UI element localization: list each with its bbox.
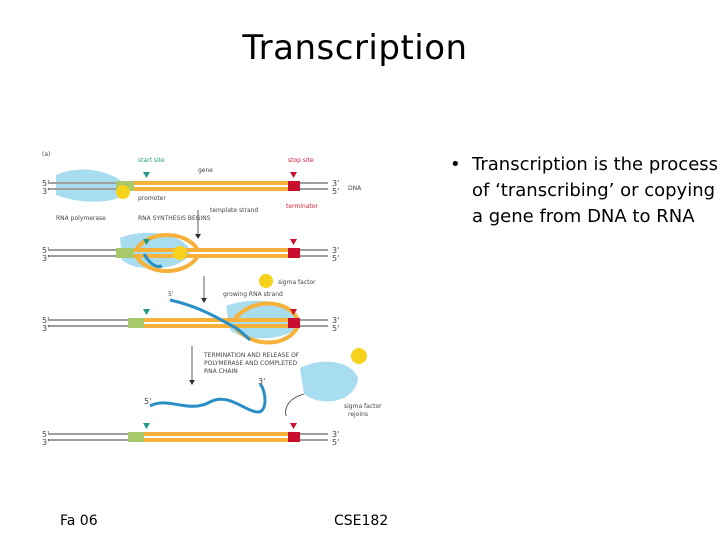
rna-synthesis-label: RNA SYNTHESIS BEGINS bbox=[138, 215, 211, 222]
three-prime-label: 3' bbox=[258, 377, 265, 386]
stage-elongation-start: 5' 3' 3' 5' sigma factor 5' growing RNA … bbox=[42, 232, 339, 303]
sigma-factor-shape bbox=[116, 185, 130, 199]
sigma-factor-shape bbox=[173, 246, 187, 260]
sigma-rejoins-label: sigma factor bbox=[344, 403, 382, 410]
five-prime-label: 5' bbox=[332, 187, 339, 196]
arrow-head bbox=[189, 380, 195, 385]
start-site-marker bbox=[143, 239, 150, 245]
sigma-factor-label: sigma factor bbox=[278, 279, 316, 286]
three-prime-label: 3' bbox=[42, 187, 49, 196]
sigma-factor-shape bbox=[351, 348, 367, 364]
five-prime-label: 5' bbox=[144, 397, 151, 406]
start-site-marker bbox=[143, 423, 150, 429]
three-prime-label: 3' bbox=[332, 246, 339, 255]
five-prime-label: 5' bbox=[42, 179, 49, 188]
five-prime-label: 5' bbox=[42, 316, 49, 325]
dna-label: DNA bbox=[348, 185, 362, 192]
terminator-region bbox=[288, 181, 300, 191]
rejoin-arrow bbox=[285, 393, 305, 417]
arrow-head bbox=[201, 298, 207, 303]
dna-bubble-top bbox=[134, 233, 200, 252]
gene-bottom bbox=[133, 254, 293, 258]
gene-bottom bbox=[133, 187, 293, 191]
completed-rna-strand bbox=[149, 382, 267, 414]
five-prime-label: 5' bbox=[332, 254, 339, 263]
footer-left: Fa 06 bbox=[60, 513, 98, 529]
dna-bubble-bottom bbox=[134, 254, 200, 273]
start-site-marker bbox=[143, 172, 150, 178]
promoter-label: promoter bbox=[138, 195, 166, 202]
slide-title: Transcription bbox=[242, 28, 468, 68]
bullet-item: • Transcription is the process of ‘trans… bbox=[450, 152, 720, 230]
termination-label-2: POLYMERASE AND COMPLETED bbox=[204, 360, 297, 367]
panel-label: (a) bbox=[42, 151, 50, 158]
promoter-region bbox=[128, 432, 144, 442]
gene-bottom bbox=[133, 324, 293, 328]
three-prime-label: 3' bbox=[42, 438, 49, 447]
gene-top bbox=[133, 181, 293, 185]
growing-rna-label: growing RNA strand bbox=[223, 291, 283, 298]
three-prime-label: 3' bbox=[42, 324, 49, 333]
start-site-marker bbox=[143, 309, 150, 315]
promoter-region bbox=[116, 248, 134, 258]
gene-top bbox=[133, 248, 293, 252]
rna-polymerase-label: RNA polymerase bbox=[56, 215, 106, 222]
five-prime-label: 5' bbox=[332, 438, 339, 447]
stop-site-marker bbox=[290, 423, 297, 429]
stage-initiation: 5' 3' 3' 5' start site stop site gene DN… bbox=[42, 157, 362, 239]
terminator-region bbox=[288, 432, 300, 442]
five-prime-label: 5' bbox=[168, 291, 174, 298]
stop-site-marker bbox=[290, 172, 297, 178]
three-prime-label: 3' bbox=[332, 430, 339, 439]
termination-label-3: RNA CHAIN bbox=[204, 368, 238, 375]
rna-strand bbox=[169, 298, 252, 342]
five-prime-label: 5' bbox=[42, 430, 49, 439]
three-prime-label: 3' bbox=[42, 254, 49, 263]
termination-label-line: TERMINATION AND RELEASE OF bbox=[203, 352, 300, 359]
termination-label: TERMINATION AND RELEASE OF bbox=[203, 352, 300, 359]
stop-site-label: stop site bbox=[288, 157, 314, 164]
footer-center: CSE182 bbox=[334, 513, 389, 529]
promoter-region bbox=[128, 318, 144, 328]
rna-polymerase-shape bbox=[56, 169, 130, 202]
five-prime-label: 5' bbox=[42, 246, 49, 255]
stage-elongation: 5' 3' 3' 5' TERMINATION AND RELEASE OF P… bbox=[42, 298, 339, 385]
bullet-text: Transcription is the process of ‘transcr… bbox=[472, 154, 719, 227]
gene-top bbox=[133, 318, 293, 322]
stop-site-marker bbox=[290, 239, 297, 245]
terminator-region bbox=[288, 248, 300, 258]
arrow-head bbox=[195, 234, 201, 239]
bullet-dot: • bbox=[450, 154, 461, 175]
gene-bottom bbox=[133, 438, 293, 442]
released-sigma-factor bbox=[259, 274, 273, 288]
template-strand-label: template strand bbox=[210, 207, 258, 214]
transcription-diagram-svg: (a) 5' 3' 3' 5' start site stop site gen… bbox=[42, 151, 382, 447]
rna-strand bbox=[142, 253, 163, 268]
three-prime-label: 3' bbox=[332, 179, 339, 188]
gene-label: gene bbox=[198, 167, 213, 174]
stop-site-marker bbox=[290, 309, 297, 315]
dna-bubble-top bbox=[232, 301, 300, 322]
three-prime-label: 3' bbox=[332, 316, 339, 325]
start-site-label: start site bbox=[138, 157, 165, 164]
transcription-diagram: (a) 5' 3' 3' 5' start site stop site gen… bbox=[38, 150, 400, 460]
terminator-label: terminator bbox=[286, 203, 318, 210]
released-polymerase-shape bbox=[300, 361, 358, 402]
terminator-region bbox=[288, 318, 300, 328]
five-prime-label: 5' bbox=[332, 324, 339, 333]
stage-termination: 5' 3' sigma factor rejoins 5' 3' 3' 5' bbox=[42, 348, 382, 447]
gene-top bbox=[133, 432, 293, 436]
sigma-rejoins-label-2: rejoins bbox=[348, 411, 368, 418]
